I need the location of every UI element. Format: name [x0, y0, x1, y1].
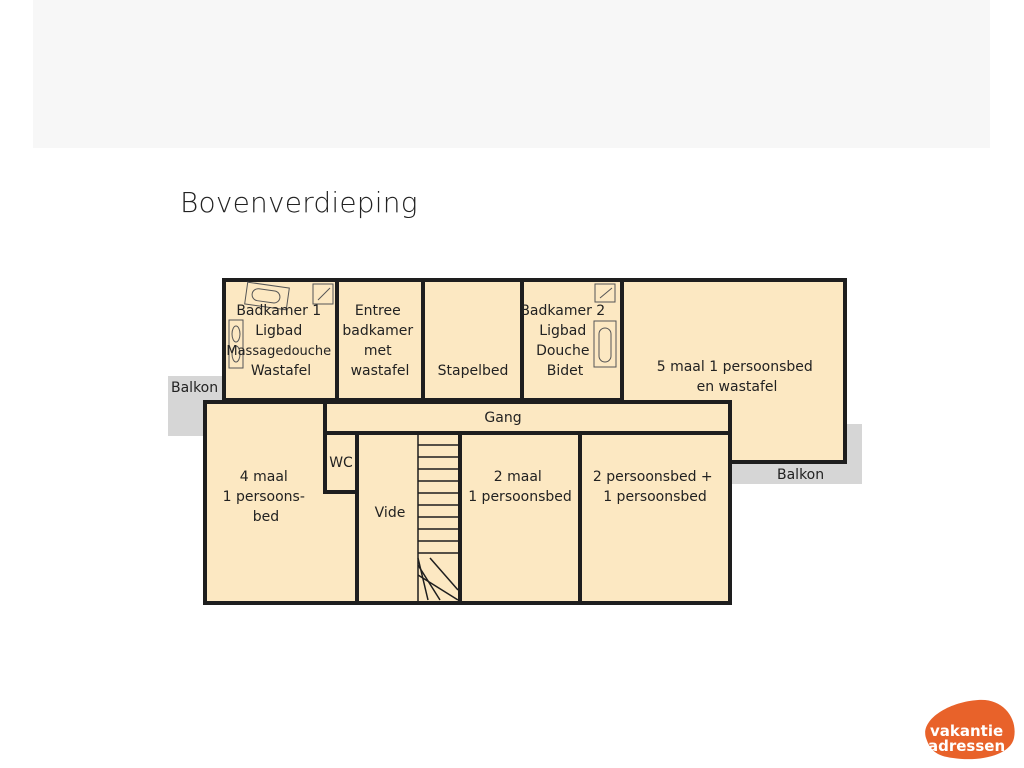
room-label: 2 maal 1 persoonsbed — [468, 469, 572, 505]
room-entree — [335, 278, 425, 402]
room-label: Badkamer 1 Ligbad Massagedouche Wastafel — [226, 303, 335, 379]
room-label: WC — [329, 455, 353, 471]
stairs — [417, 433, 459, 603]
bathtub-icon — [593, 320, 617, 368]
bathtub-icon — [244, 281, 290, 311]
shower-icon — [312, 283, 334, 305]
header-band — [33, 0, 990, 148]
sink-icon — [228, 319, 244, 369]
room-label: Vide — [375, 505, 406, 521]
room-vide — [355, 431, 462, 605]
room-label: Badkamer 2 Ligbad Douche Bidet — [520, 303, 609, 379]
room-label: 4 maal 1 persoons- bed — [223, 469, 310, 525]
balcony-right-label: Balkon — [777, 467, 824, 483]
vakantie-adressen-logo: vakantie adressen — [925, 699, 1015, 760]
page-title: Bovenverdieping — [180, 186, 418, 219]
room-label: 5 maal 1 persoonsbed en wastafel — [657, 359, 818, 395]
room-label: Entree badkamer met wastafel — [342, 303, 417, 379]
room-groot — [620, 278, 847, 464]
room-label: 2 persoonsbed + 1 persoonsbed — [593, 469, 717, 505]
svg-text:vakantie: vakantie — [930, 722, 1003, 740]
balcony-left-label: Balkon — [171, 380, 218, 396]
shower-icon — [594, 283, 616, 303]
room-label: Gang — [484, 410, 521, 426]
room-badkamer-2 — [520, 278, 624, 402]
svg-text:adressen: adressen — [928, 737, 1005, 755]
room-2-persoons — [578, 431, 732, 605]
room-label: Stapelbed — [438, 363, 509, 379]
room-stapelbed — [421, 278, 524, 402]
room-gang — [323, 400, 732, 435]
room-2-maal — [458, 431, 582, 605]
